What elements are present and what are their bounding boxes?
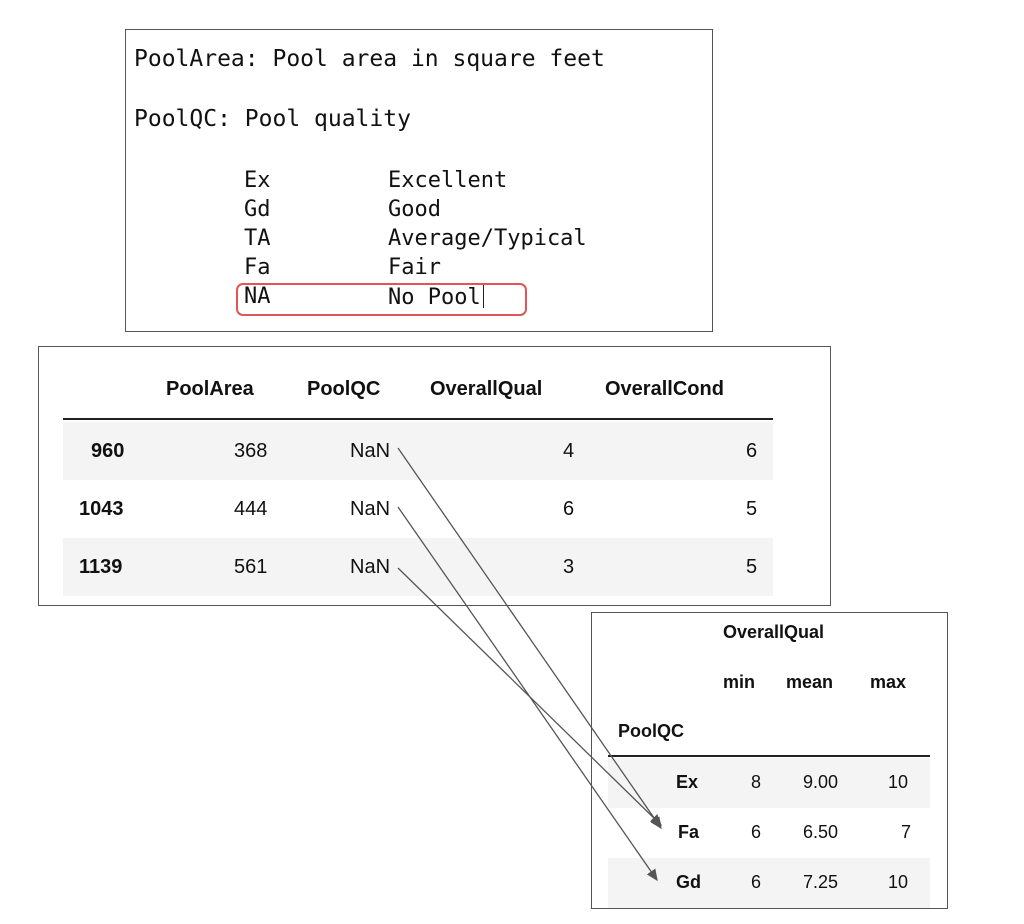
dataframe-table: PoolArea PoolQC OverallQual OverallCond … — [38, 346, 831, 606]
meaning-na: No Pool — [388, 285, 481, 310]
col-header-overallcond: OverallCond — [605, 378, 724, 400]
cell-poolarea: 444 — [234, 498, 268, 520]
poolarea-description: PoolArea: Pool area in square feet — [134, 46, 605, 72]
index-name-poolqc: PoolQC — [618, 721, 684, 741]
data-description-box: PoolArea: Pool area in square feet PoolQ… — [125, 29, 713, 332]
row-index: Gd — [676, 872, 701, 892]
code-na: NA — [244, 284, 271, 309]
table-row: Ex 8 9.00 10 — [608, 758, 930, 808]
cell-max: 10 — [888, 772, 909, 792]
table-row: 960 368 NaN 4 6 — [63, 422, 773, 480]
table-row: 1139 561 NaN 3 5 — [63, 538, 773, 596]
cell-poolarea: 368 — [234, 440, 268, 462]
code-fa: Fa — [244, 255, 271, 280]
table-row: Gd 6 7.25 10 — [608, 858, 930, 908]
cell-overallqual: 3 — [563, 556, 575, 578]
col-header-poolqc: PoolQC — [307, 378, 381, 400]
cell-overallcond: 5 — [746, 498, 758, 520]
cell-overallcond: 5 — [746, 556, 758, 578]
groupby-aggregation-table: OverallQual min mean max PoolQC Ex 8 9.0… — [591, 612, 948, 909]
cell-poolqc: NaN — [350, 498, 391, 520]
cell-poolqc: NaN — [350, 440, 391, 462]
stat-header-mean: mean — [786, 672, 834, 692]
cell-max: 10 — [888, 872, 909, 892]
row-index: 1043 — [79, 498, 124, 520]
code-gd: Gd — [244, 197, 271, 222]
meaning-fa: Fair — [388, 255, 441, 280]
col-header-poolarea: PoolArea — [166, 378, 254, 400]
stat-header-max: max — [870, 672, 907, 692]
cell-poolarea: 561 — [234, 556, 268, 578]
meaning-na-wrapper: No Pool — [388, 284, 484, 310]
arrow-1139-to-fa — [397, 567, 662, 826]
col-header-overallqual: OverallQual — [430, 378, 543, 400]
row-index: Ex — [676, 772, 699, 792]
agg-header-divider — [608, 755, 930, 757]
meaning-ta: Average/Typical — [388, 226, 587, 251]
cell-min: 8 — [751, 772, 762, 792]
cell-mean: 7.25 — [803, 872, 839, 892]
row-index: 960 — [91, 440, 125, 462]
arrow-1043-to-gd — [397, 506, 658, 882]
meaning-gd: Good — [388, 197, 441, 222]
cell-min: 6 — [751, 822, 762, 842]
arrow-960-to-fa — [397, 447, 662, 830]
table-row: Fa 6 6.50 7 — [608, 808, 930, 858]
text-cursor — [482, 284, 484, 308]
cell-mean: 6.50 — [803, 822, 839, 842]
meaning-ex: Excellent — [388, 168, 508, 193]
na-highlight-box — [236, 283, 527, 316]
cell-max: 7 — [901, 822, 912, 842]
row-index: Fa — [678, 822, 700, 842]
row-index: 1139 — [79, 556, 123, 578]
header-divider — [63, 418, 773, 420]
cell-mean: 9.00 — [803, 772, 839, 792]
cell-poolqc: NaN — [350, 556, 391, 578]
table-row: 1043 444 NaN 6 5 — [63, 480, 773, 538]
cell-overallqual: 4 — [563, 440, 575, 462]
poolqc-description: PoolQC: Pool quality — [134, 106, 411, 132]
code-ta: TA — [244, 226, 271, 251]
cell-min: 6 — [751, 872, 762, 892]
stat-header-min: min — [723, 672, 756, 692]
cell-overallcond: 6 — [746, 440, 758, 462]
group-header-overallqual: OverallQual — [723, 622, 825, 642]
code-ex: Ex — [244, 168, 271, 193]
cell-overallqual: 6 — [563, 498, 575, 520]
